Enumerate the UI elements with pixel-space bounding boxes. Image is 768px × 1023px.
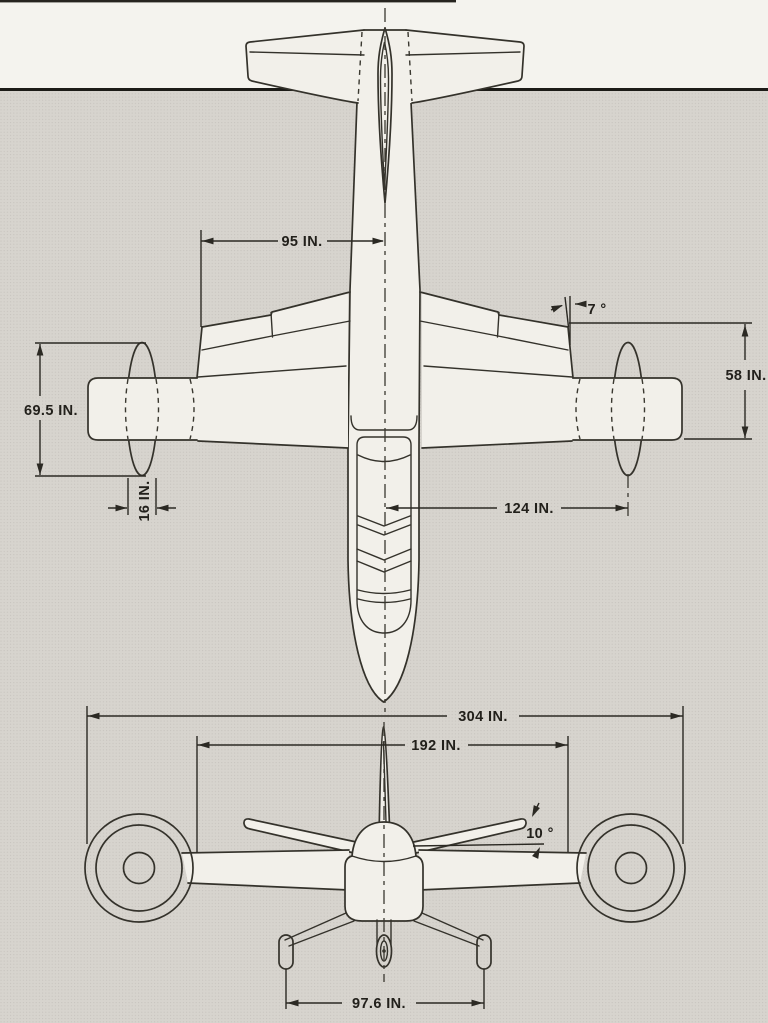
top-view-left-wing bbox=[196, 291, 351, 449]
front-wing bbox=[181, 849, 587, 891]
dim-95in: 95 IN. bbox=[200, 230, 384, 327]
front-stabilizer-left bbox=[243, 818, 368, 857]
front-right-nacelle-disc bbox=[576, 813, 686, 923]
dim-192in: 192 IN. bbox=[196, 736, 569, 853]
dim-7deg: 7 ° bbox=[550, 296, 606, 345]
dim-97-6in-label: 97.6 IN. bbox=[352, 996, 406, 1012]
dim-95in-label: 95 IN. bbox=[281, 234, 322, 250]
front-view: 304 IN. 192 IN. 10 ° 97.6 IN. bbox=[84, 706, 686, 1012]
dim-16in-label: 16 IN. bbox=[137, 480, 153, 521]
dim-69-5in: 69.5 IN. bbox=[24, 342, 146, 477]
right-nacelle bbox=[572, 377, 683, 441]
dim-58in-label: 58 IN. bbox=[725, 368, 766, 384]
dim-16in: 16 IN. bbox=[108, 478, 176, 522]
dim-58in: 58 IN. bbox=[569, 322, 766, 440]
dim-124in-label: 124 IN. bbox=[504, 501, 554, 517]
dim-7deg-label: 7 ° bbox=[587, 302, 606, 318]
dim-10deg: 10 ° bbox=[412, 802, 554, 859]
dim-192in-label: 192 IN. bbox=[411, 738, 461, 754]
dim-97-6in: 97.6 IN. bbox=[285, 969, 485, 1012]
canopy bbox=[356, 436, 412, 634]
dim-304in-label: 304 IN. bbox=[458, 709, 508, 725]
front-stabilizer-right bbox=[402, 818, 527, 857]
top-view-right-wing bbox=[419, 291, 574, 449]
dim-69-5in-label: 69.5 IN. bbox=[24, 403, 78, 419]
cabin-fairing bbox=[350, 415, 418, 431]
top-view: 95 IN. 69.5 IN. 16 IN. 124 IN. bbox=[24, 8, 766, 712]
vertical-fin-top-view bbox=[377, 27, 393, 204]
dim-304in: 304 IN. bbox=[86, 706, 684, 844]
front-left-nacelle-disc bbox=[84, 813, 194, 923]
dim-10deg-label: 10 ° bbox=[526, 826, 554, 842]
page-edge-rule-top bbox=[0, 0, 456, 3]
dim-124in: 124 IN. bbox=[386, 474, 629, 518]
left-nacelle bbox=[87, 377, 198, 441]
